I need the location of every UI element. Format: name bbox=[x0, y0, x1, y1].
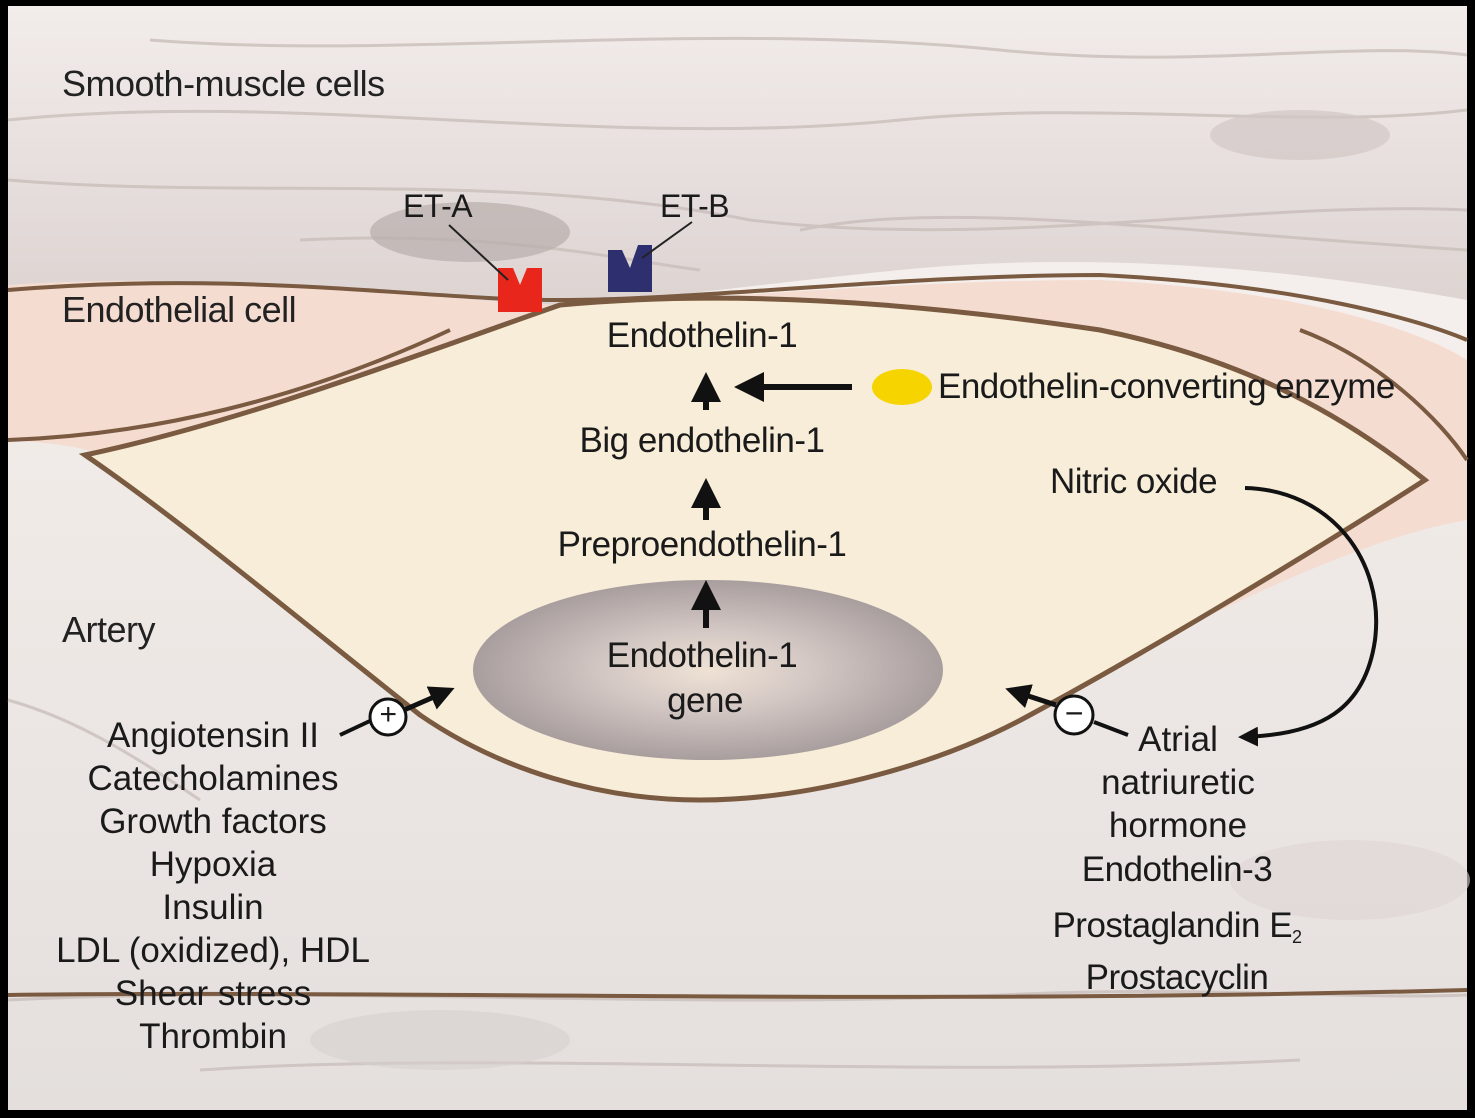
nitric-oxide-label: Nitric oxide bbox=[1050, 464, 1217, 499]
stimulator-item: Growth factors bbox=[56, 800, 370, 843]
stimulator-item: Shear stress bbox=[56, 972, 370, 1015]
stimulator-item: Angiotensin II bbox=[56, 714, 370, 757]
gene-label-line1: Endothelin-1 bbox=[607, 638, 798, 673]
plus-symbol: + bbox=[379, 700, 396, 730]
big-endothelin1-label: Big endothelin-1 bbox=[580, 423, 825, 458]
inhibitor-anp: Atrial natriuretic hormone bbox=[1101, 718, 1255, 847]
stimulator-item: Hypoxia bbox=[56, 843, 370, 886]
stimulator-item: Insulin bbox=[56, 886, 370, 929]
inhibitor-endothelin3: Endothelin-3 bbox=[1082, 852, 1273, 887]
inhibitor-anp-line: hormone bbox=[1101, 804, 1255, 847]
smooth-muscle-label: Smooth-muscle cells bbox=[62, 66, 385, 102]
preproendothelin1-label: Preproendothelin-1 bbox=[558, 527, 847, 562]
minus-symbol: − bbox=[1065, 697, 1083, 729]
inhibitor-anp-line: natriuretic bbox=[1101, 761, 1255, 804]
enzyme-icon bbox=[872, 369, 932, 405]
stimulator-item: Catecholamines bbox=[56, 757, 370, 800]
artery-label: Artery bbox=[62, 612, 155, 648]
enzyme-label: Endothelin-converting enzyme bbox=[938, 369, 1395, 404]
inhibitor-prostacyclin: Prostacyclin bbox=[1086, 960, 1269, 995]
endothelin1-label: Endothelin-1 bbox=[607, 318, 798, 353]
prostaglandin-subscript: 2 bbox=[1292, 927, 1302, 947]
gene-label-line2: gene bbox=[667, 683, 743, 718]
inhibitor-prostaglandin: Prostaglandin E2 bbox=[1052, 908, 1301, 946]
inhibitor-anp-line: Atrial bbox=[1101, 718, 1255, 761]
endothelial-cell-label: Endothelial cell bbox=[62, 292, 296, 328]
prostaglandin-text: Prostaglandin E bbox=[1052, 906, 1292, 945]
muscle-nucleus-2 bbox=[1210, 110, 1390, 160]
smooth-muscle-layer bbox=[8, 6, 1467, 305]
etb-label: ET-B bbox=[660, 190, 729, 222]
stimulator-list: Angiotensin II Catecholamines Growth fac… bbox=[56, 714, 370, 1058]
eta-label: ET-A bbox=[403, 190, 472, 222]
stimulator-item: Thrombin bbox=[56, 1015, 370, 1058]
stimulator-item: LDL (oxidized), HDL bbox=[56, 929, 370, 972]
